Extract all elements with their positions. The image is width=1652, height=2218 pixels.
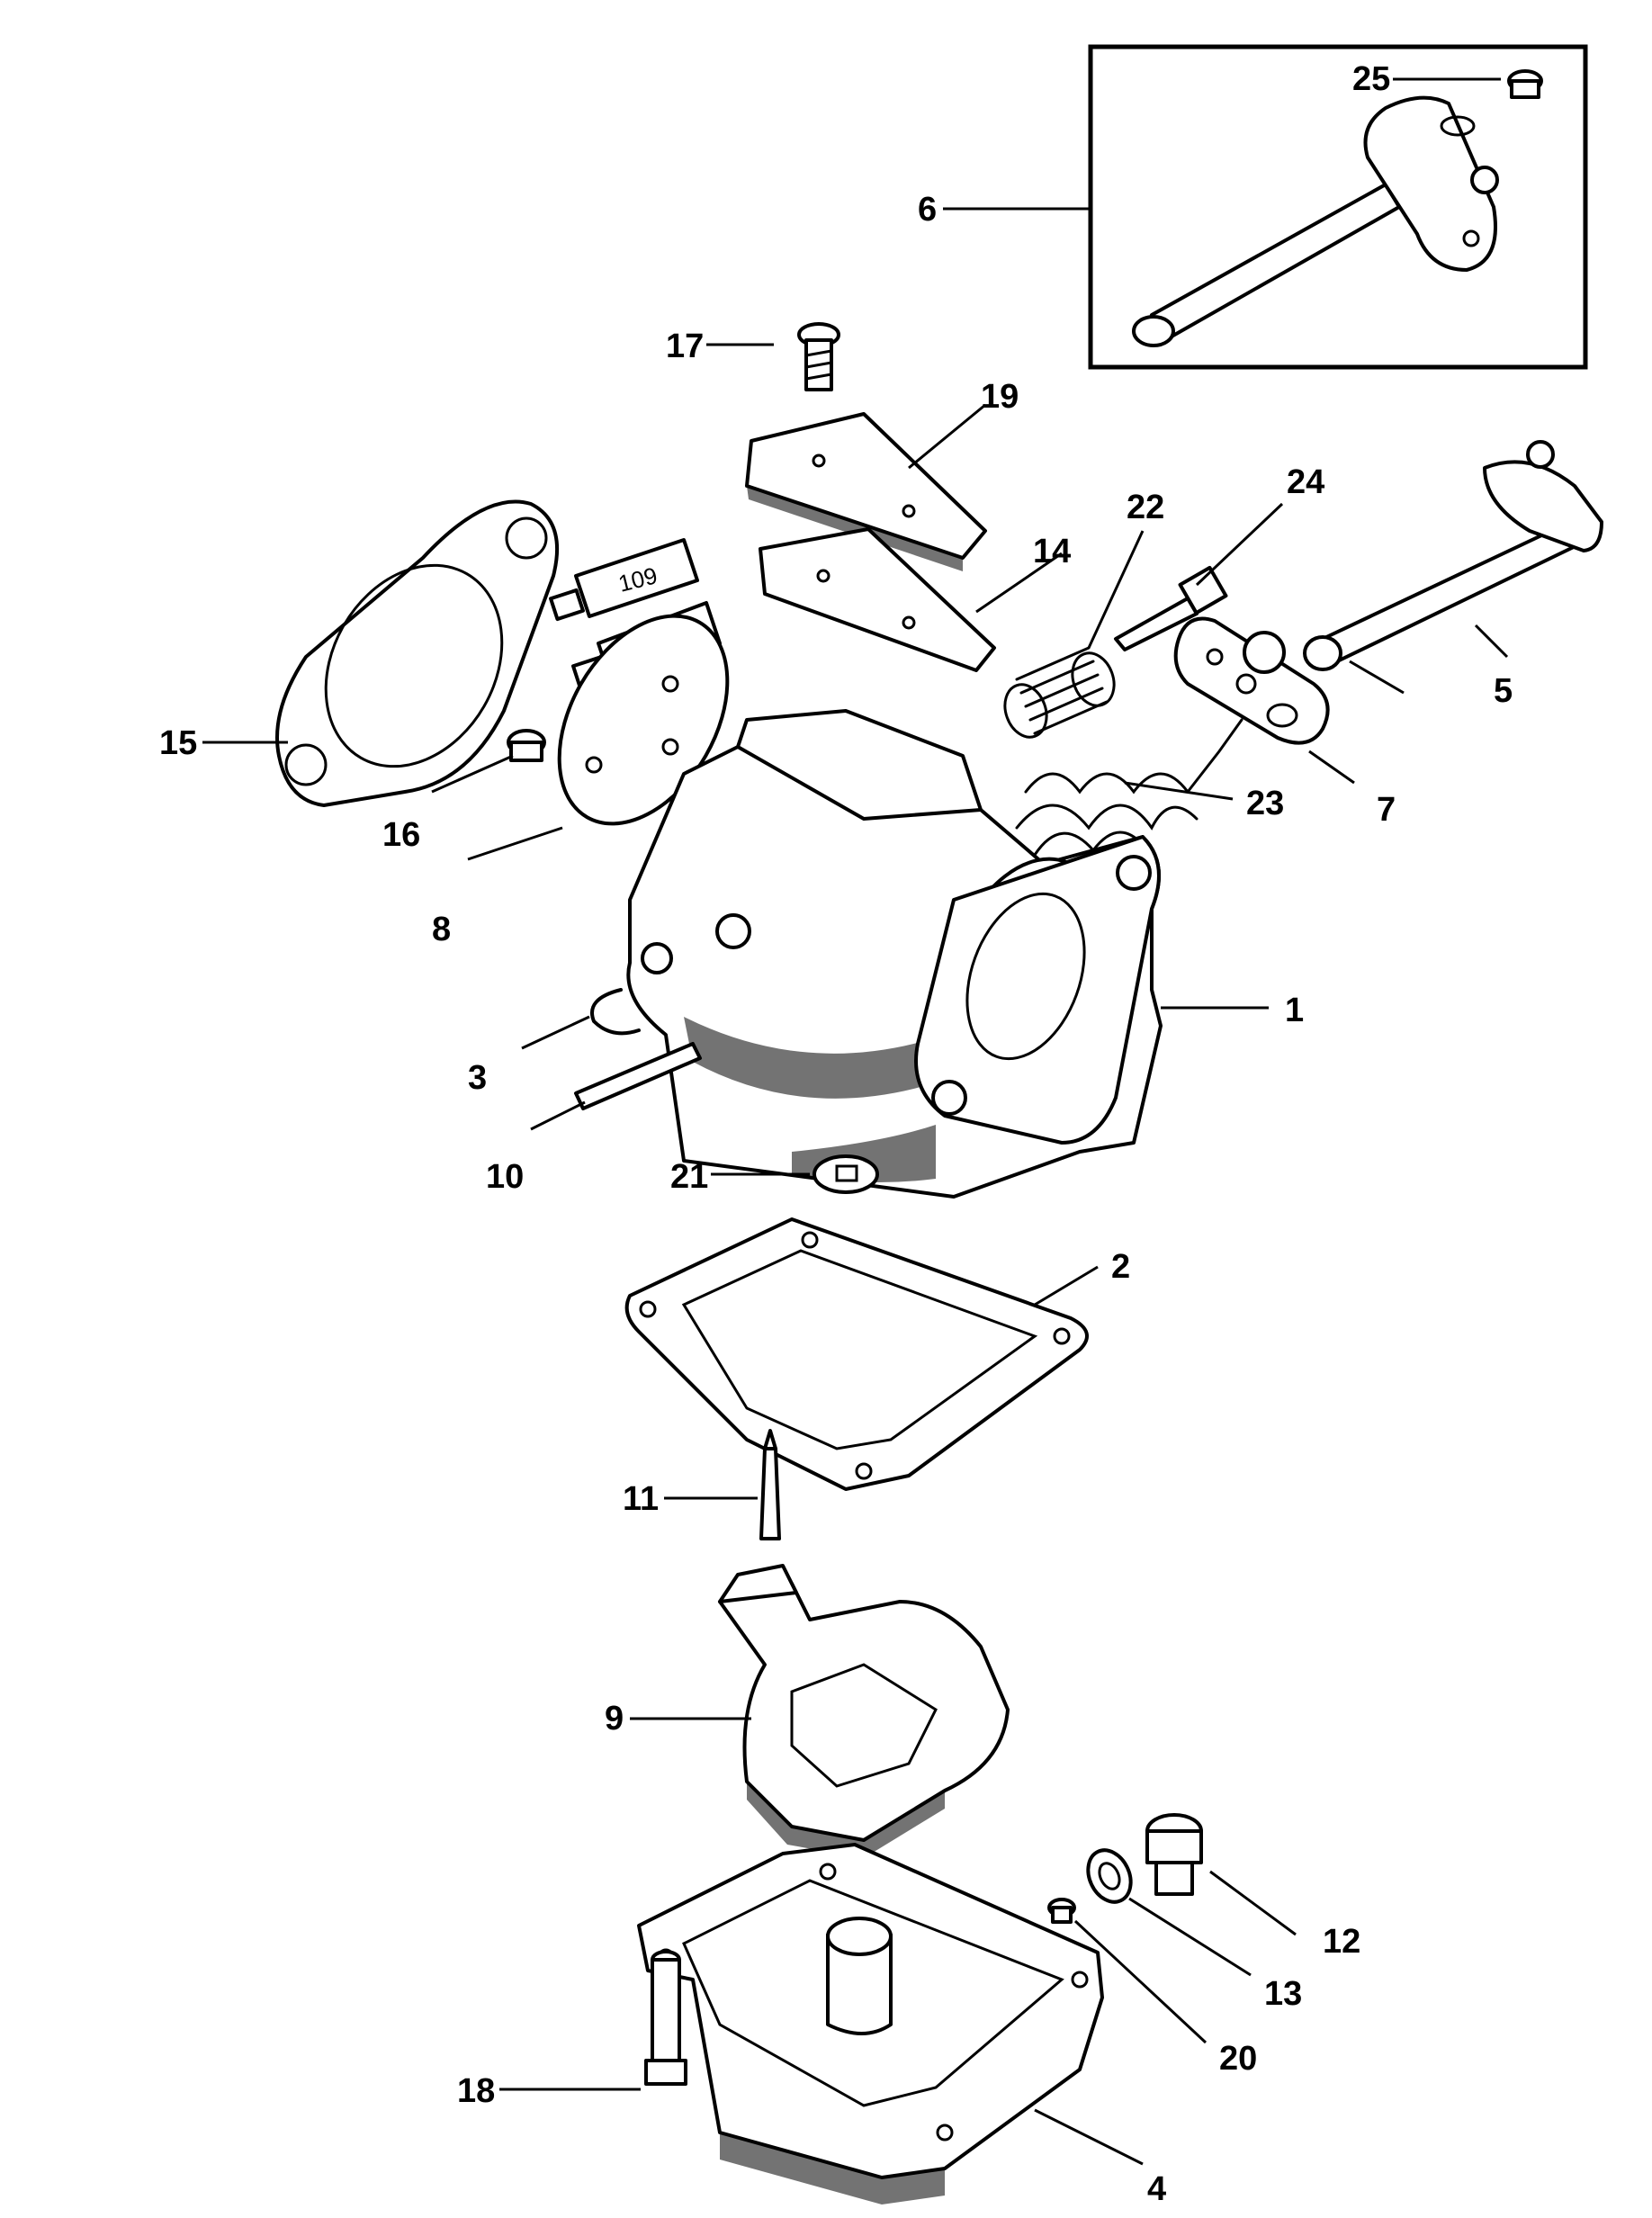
callout-19: 19: [981, 378, 1019, 416]
callout-6: 6: [918, 191, 937, 229]
callout-12: 12: [1323, 1923, 1360, 1961]
part-21-washer: [813, 1154, 879, 1194]
part-24-screw: [1114, 565, 1228, 651]
callout-4: 4: [1147, 2170, 1166, 2208]
part-15-flange-gasket: [275, 499, 560, 807]
part-12-plug: [1145, 1813, 1203, 1896]
callout-8: 8: [432, 911, 451, 948]
part-6-inset: [1088, 44, 1588, 370]
part-23-spring: [1015, 718, 1243, 857]
callout-18: 18: [457, 2072, 495, 2110]
part-6-shaft-end: [1132, 315, 1175, 347]
part-2-gasket: [624, 1217, 1089, 1491]
part-13-washer: [1086, 1848, 1133, 1904]
part-7-lever: [1173, 616, 1330, 745]
part-19-reed-plate: [745, 412, 987, 571]
part-18-screw: [644, 1950, 687, 2086]
callout-labels: 25 6 17 19 14 22 24 5 7 23 15 16 8 1 3 1…: [159, 60, 1513, 2208]
callout-21: 21: [670, 1158, 708, 1196]
callout-22: 22: [1127, 489, 1164, 526]
callout-15: 15: [159, 724, 197, 762]
callout-20: 20: [1219, 2040, 1257, 2078]
callout-3: 3: [468, 1059, 487, 1097]
part-6-ball: [1470, 166, 1499, 194]
part-9-float: [718, 1564, 1010, 1858]
callout-10: 10: [486, 1158, 524, 1196]
leader-lines: [202, 77, 1509, 2166]
part-20-screw: [1047, 1898, 1076, 1924]
part-6-hole: [1462, 229, 1480, 247]
sealant-tube-109: 109: [549, 538, 699, 622]
part-22-spring: [1003, 646, 1116, 739]
part-14-gasket-plate: [759, 527, 996, 672]
part-16-nut: [507, 729, 546, 762]
part-1-carburetor-body: [626, 709, 1163, 1199]
part-17-screw: [797, 322, 840, 391]
callout-24: 24: [1287, 463, 1324, 501]
callout-9: 9: [605, 1700, 624, 1738]
part-6-slot: [1440, 115, 1476, 137]
part-6-shaft: [1150, 183, 1401, 342]
callout-7: 7: [1377, 791, 1396, 829]
callout-14: 14: [1033, 533, 1071, 570]
callout-13: 13: [1264, 1975, 1302, 2013]
part-25-screw: [1507, 69, 1543, 99]
callout-11: 11: [623, 1480, 659, 1518]
callout-5: 5: [1494, 672, 1513, 710]
part-11-needle: [759, 1429, 781, 1540]
callout-16: 16: [382, 816, 420, 854]
callout-2: 2: [1111, 1248, 1130, 1286]
part-4-float-bowl: [637, 1843, 1104, 2205]
part-3-clip: [590, 988, 641, 1036]
part-5-shaft: [1303, 440, 1603, 671]
part-6-lever-plate: [1363, 95, 1497, 272]
callout-23: 23: [1246, 785, 1284, 822]
callout-17: 17: [666, 328, 704, 365]
callout-25: 25: [1352, 60, 1390, 98]
inset-frame: [1088, 44, 1588, 370]
callout-1: 1: [1285, 992, 1304, 1029]
